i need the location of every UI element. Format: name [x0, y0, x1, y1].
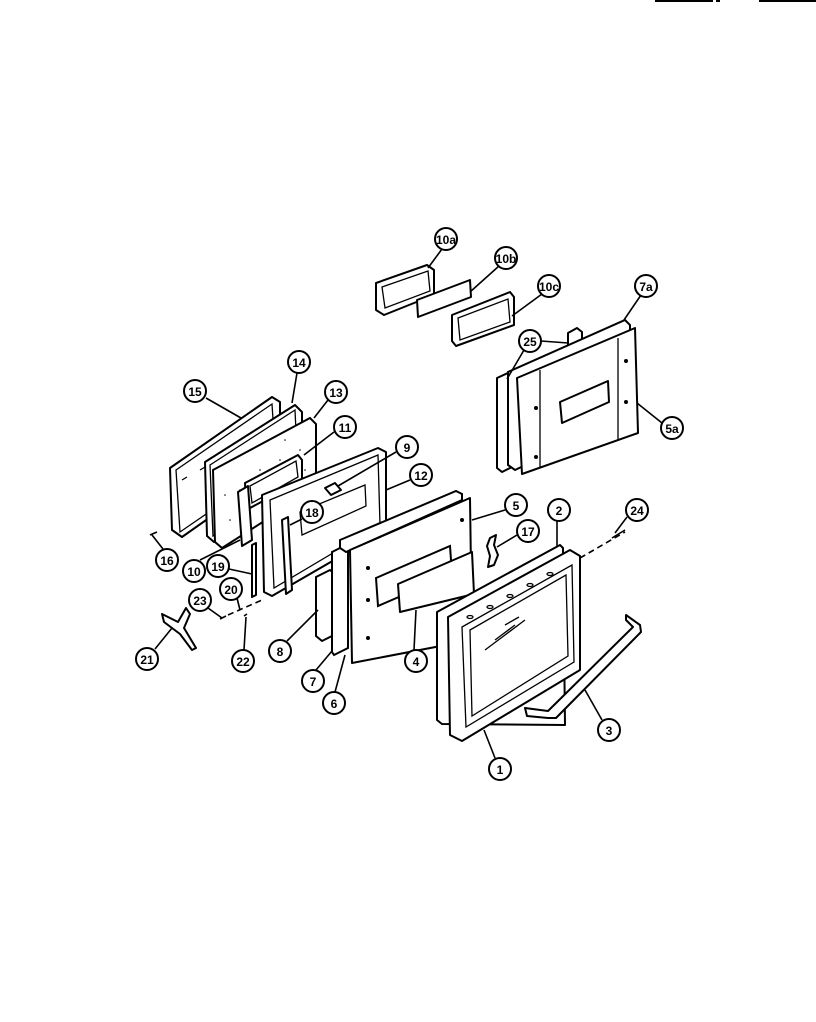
- svg-text:9: 9: [404, 441, 411, 455]
- svg-text:11: 11: [339, 421, 352, 435]
- svg-text:15: 15: [188, 385, 202, 399]
- svg-text:19: 19: [211, 560, 225, 574]
- callout-20: 20: [219, 577, 243, 601]
- svg-text:17: 17: [521, 525, 535, 539]
- leader-lines: [151, 248, 663, 759]
- page-edge-marks: [0, 0, 816, 6]
- callout-3: 3: [597, 718, 621, 742]
- callout-10b: 10b: [494, 246, 518, 270]
- svg-text:7a: 7a: [639, 280, 653, 294]
- part-17-hinge-bracket: [486, 534, 499, 568]
- svg-text:8: 8: [277, 645, 284, 659]
- svg-text:1: 1: [497, 763, 504, 777]
- svg-text:12: 12: [414, 469, 428, 483]
- callout-10a: 10a: [434, 227, 458, 251]
- callout-7a: 7a: [634, 274, 658, 298]
- svg-text:3: 3: [606, 724, 613, 738]
- part-24-screw: [579, 529, 626, 559]
- callout-1: 1: [488, 757, 512, 781]
- callout-21: 21: [135, 647, 159, 671]
- callout-12: 12: [409, 463, 433, 487]
- svg-text:6: 6: [331, 697, 338, 711]
- callout-25: 25: [518, 329, 542, 353]
- callout-5a: 5a: [660, 416, 684, 440]
- part-9-latch: [324, 482, 342, 496]
- part-19-side-rail: [251, 542, 257, 598]
- part-10b-glass: [416, 279, 472, 318]
- svg-text:20: 20: [224, 583, 238, 597]
- part-3-door-handle: [524, 614, 642, 719]
- callout-11: 11: [333, 415, 357, 439]
- callout-10: 10: [182, 559, 206, 583]
- callout-24: 24: [625, 498, 649, 522]
- svg-text:21: 21: [140, 653, 154, 667]
- svg-text:24: 24: [630, 504, 644, 518]
- svg-text:2: 2: [556, 504, 563, 518]
- callout-8: 8: [268, 639, 292, 663]
- callout-18: 18: [300, 500, 324, 524]
- svg-text:16: 16: [160, 554, 174, 568]
- callout-23: 23: [188, 588, 212, 612]
- svg-text:10b: 10b: [496, 252, 517, 266]
- callout-22: 22: [231, 649, 255, 673]
- callout-7: 7: [301, 669, 325, 693]
- part-7-spacer: [331, 543, 349, 657]
- callout-10c: 10c: [537, 274, 561, 298]
- callout-5: 5: [504, 493, 528, 517]
- part-10c-window-frame: [451, 291, 515, 347]
- svg-text:10c: 10c: [539, 280, 559, 294]
- callout-13: 13: [324, 380, 348, 404]
- svg-text:13: 13: [329, 386, 343, 400]
- svg-text:5a: 5a: [665, 422, 679, 436]
- callout-2: 2: [547, 498, 571, 522]
- svg-text:10: 10: [187, 565, 201, 579]
- callout-15: 15: [183, 379, 207, 403]
- svg-text:5: 5: [513, 499, 520, 513]
- part-21-hinge: [161, 607, 197, 651]
- callout-16: 16: [155, 548, 179, 572]
- svg-text:25: 25: [523, 335, 537, 349]
- svg-text:4: 4: [413, 655, 420, 669]
- part-6-spacer: [339, 489, 463, 554]
- part-1-outer-door: [447, 549, 581, 742]
- callout-9: 9: [395, 435, 419, 459]
- fastener-screws: [149, 531, 263, 620]
- svg-text:23: 23: [193, 594, 207, 608]
- svg-text:18: 18: [305, 506, 319, 520]
- callout-19: 19: [206, 554, 230, 578]
- svg-text:14: 14: [292, 356, 306, 370]
- svg-text:22: 22: [236, 655, 250, 669]
- part-18-hinge-channel: [281, 516, 293, 595]
- callout-14: 14: [287, 350, 311, 374]
- svg-text:7: 7: [310, 675, 317, 689]
- part-10-inner-glass-frame: [237, 485, 253, 547]
- callout-4: 4: [404, 649, 428, 673]
- callout-6: 6: [322, 691, 346, 715]
- part-5a-inner-panel: [516, 327, 639, 475]
- svg-text:10a: 10a: [436, 233, 456, 247]
- callout-17: 17: [516, 519, 540, 543]
- part-4-window-pack: [374, 544, 475, 613]
